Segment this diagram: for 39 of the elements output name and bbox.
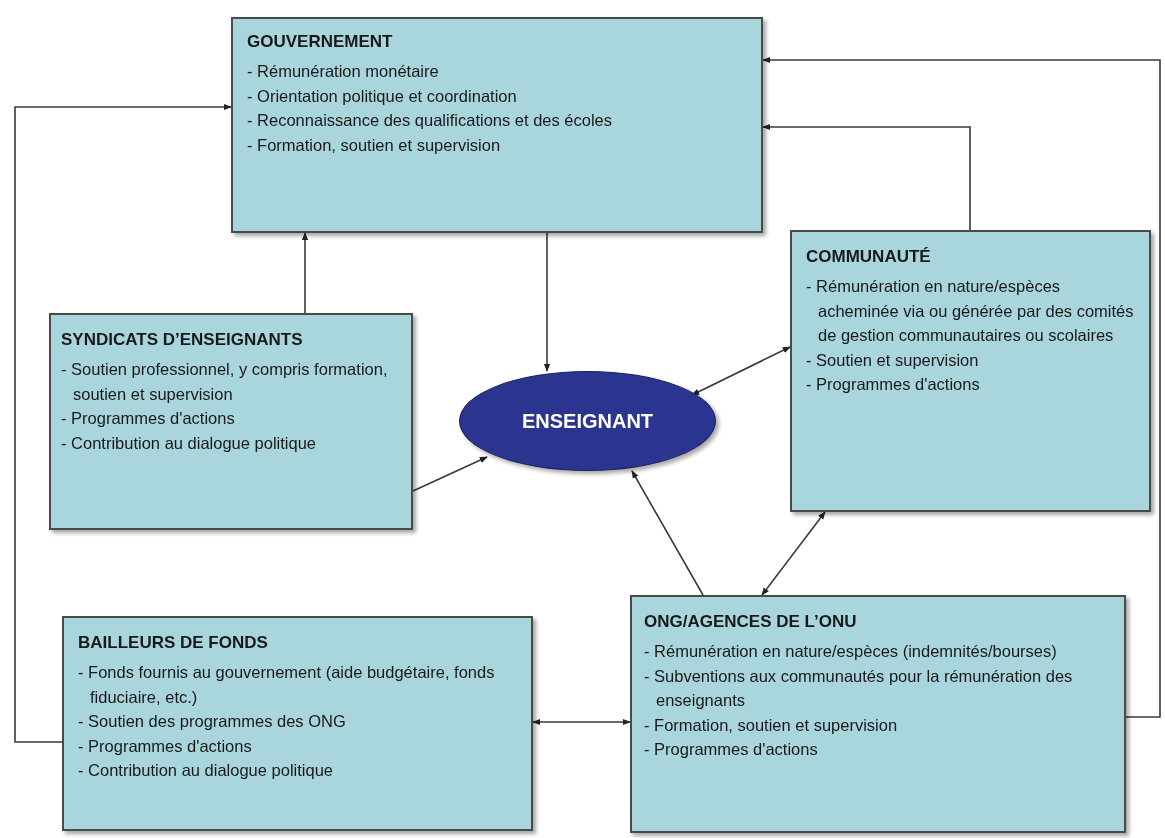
arrow [631,470,704,596]
arrow [532,718,631,726]
bullet-item: - Programmes d'actions [61,408,236,429]
bullet-item: - Contribution au dialogue politique [61,432,317,454]
arrow [14,103,232,743]
bullet-item: - Rémunération en nature/espèces acheminée via ou générée par des comités de gestion communautaires ou scolaires [806,276,1135,346]
ellipse-label: ENSEIGNANT [521,409,654,434]
bullet-item: - Formation, soutien et supervision [644,714,899,736]
bullet-item: - Reconnaissance des qualifications et des écoles [247,110,614,131]
info-box [231,17,763,233]
bullet-item: - Subventions aux communautés pour la rémunération des enseignants [644,665,1074,711]
bullet-item: - Soutien et supervision [806,349,980,371]
bullet-item: - Programmes d'actions [644,739,819,760]
box-heading: GOUVERNEMENT [247,31,394,53]
info-box [630,595,1126,833]
info-box [790,230,1151,512]
box-heading: BAILLEURS DE FONDS [78,632,269,654]
arrow [543,232,551,372]
box-heading: SYNDICATS D’ENSEIGNANTS [61,329,304,351]
arrow [761,511,826,596]
bullet-item: - Programmes d'actions [806,374,981,395]
arrow [691,346,791,396]
bullet-item: - Programmes d'actions [78,735,253,757]
bullet-item: - Formation, soutien et supervision [247,134,502,156]
bullet-item: - Rémunération en nature/espèces (indemnités/bourses) [644,641,1058,662]
bullet-item: - Rémunération monétaire [247,61,440,82]
box-heading: COMMUNAUTÉ [806,246,932,268]
box-heading: ONG/AGENCES DE L’ONU [644,611,858,633]
bullet-item: - Contribution au dialogue politique [78,760,334,781]
info-box [62,616,533,831]
arrow [762,123,971,231]
arrow [762,56,1161,718]
bullet-item: - Soutien des programmes des ONG [78,711,347,732]
info-box [49,313,413,530]
bullet-item: - Orientation politique et coordination [247,85,518,107]
arrow [301,232,309,314]
bullet-item: - Fonds fournis au gouvernement (aide budgétaire, fonds fiduciaire, etc.) [78,662,496,708]
arrow [412,456,488,492]
bullet-item: - Soutien professionnel, y compris formation, soutien et supervision [61,359,389,405]
